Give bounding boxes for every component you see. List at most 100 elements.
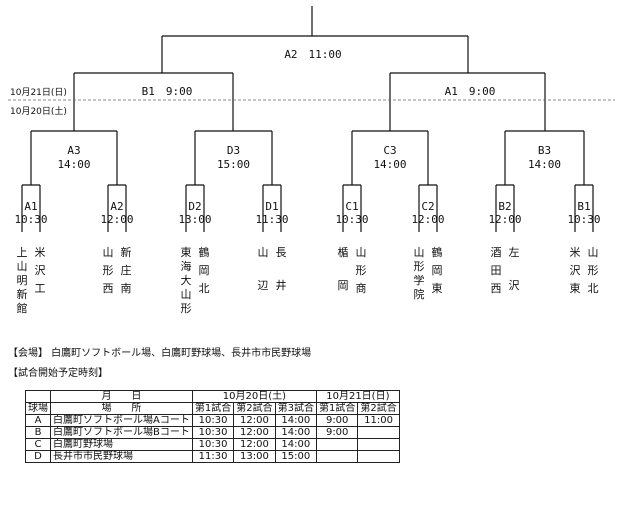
team-name-char: 庄 bbox=[121, 263, 132, 277]
row-time: 14:00 bbox=[274, 414, 318, 427]
row-time bbox=[315, 438, 359, 451]
row-time: 9:00 bbox=[315, 426, 359, 439]
team-name-char: 沢 bbox=[570, 263, 581, 277]
row-time: 12:00 bbox=[233, 414, 276, 427]
first-round-code: C1 bbox=[345, 200, 358, 213]
day-label-sunday: 10月21日(日) bbox=[10, 87, 67, 98]
team-name-char: 北 bbox=[199, 282, 210, 295]
team-name-char: 形 bbox=[356, 264, 367, 277]
first-round-code: A1 bbox=[24, 200, 37, 213]
first-round-time: 12:00 bbox=[411, 213, 444, 226]
first-round-code: A2 bbox=[110, 200, 123, 213]
first-round-code: C2 bbox=[421, 200, 434, 213]
team-name-char: 鶴 bbox=[199, 245, 210, 259]
team-name-char: 形 bbox=[181, 302, 192, 315]
row-place: 白鷹町野球場 bbox=[50, 438, 193, 451]
team-name-char: 山 bbox=[258, 246, 269, 259]
team-name-char: 東 bbox=[432, 282, 443, 295]
header-blank bbox=[25, 390, 51, 403]
quarter-time: 14:00 bbox=[373, 158, 406, 171]
team-name-char: 井 bbox=[276, 278, 287, 292]
team-name-char: 東 bbox=[181, 246, 192, 259]
team-name-char: 南 bbox=[121, 282, 132, 295]
header-d1-game1: 第1試合 bbox=[191, 402, 235, 415]
team-name-char: 岡 bbox=[199, 264, 210, 277]
final-label: A2 11:00 bbox=[284, 48, 341, 61]
team-name-char: 形 bbox=[103, 264, 114, 277]
first-round-time: 11:30 bbox=[255, 213, 288, 226]
row-time bbox=[357, 438, 400, 451]
first-round-time: 13:00 bbox=[178, 213, 211, 226]
team-name-char: 沢 bbox=[35, 263, 46, 277]
quarter-code: C3 bbox=[383, 144, 396, 157]
row-venue-id: C bbox=[25, 438, 51, 451]
row-place: 白鷹町ソフトボール場Bコート bbox=[50, 426, 193, 439]
team-name-char: 山 bbox=[414, 246, 425, 259]
team-name-char: 酒 bbox=[491, 246, 502, 259]
team-name-char: 海 bbox=[181, 259, 192, 273]
team-name-char: 米 bbox=[570, 246, 581, 259]
team-name-char: 長 bbox=[276, 246, 287, 259]
first-round-code: B1 bbox=[577, 200, 590, 213]
row-time: 10:30 bbox=[191, 414, 235, 427]
header-d1-game3: 第3試合 bbox=[274, 402, 318, 415]
team-name-char: 山 bbox=[356, 246, 367, 259]
row-time: 11:30 bbox=[191, 450, 235, 463]
team-name-char: 形 bbox=[588, 264, 599, 277]
header-d1-game2: 第2試合 bbox=[233, 402, 276, 415]
day-label-saturday: 10月20日(土) bbox=[10, 105, 67, 117]
first-round-time: 12:00 bbox=[488, 213, 521, 226]
team-name-char: 商 bbox=[356, 281, 367, 295]
team-name-char: 山 bbox=[17, 260, 28, 273]
row-venue-id: D bbox=[25, 450, 51, 463]
team-name-char: 山 bbox=[588, 246, 599, 259]
row-time bbox=[357, 450, 400, 463]
row-time: 12:00 bbox=[233, 426, 276, 439]
team-name-char: 上 bbox=[17, 246, 28, 259]
first-round-time: 12:00 bbox=[100, 213, 133, 226]
team-name-char: 院 bbox=[414, 287, 425, 301]
team-name-char: 館 bbox=[17, 301, 28, 315]
team-name-char: 岡 bbox=[338, 279, 349, 292]
team-name-char: 西 bbox=[103, 282, 114, 295]
team-name-char: 山 bbox=[181, 288, 192, 301]
quarter-time: 14:00 bbox=[57, 158, 90, 171]
team-name-char: 学 bbox=[414, 273, 425, 287]
schedule-header-row: 月 日 10月20日(土) 10月21日(日) bbox=[25, 390, 400, 403]
row-time: 11:00 bbox=[357, 414, 400, 427]
header-d2-game2: 第2試合 bbox=[357, 402, 400, 415]
header-day2: 10月21日(日) bbox=[316, 390, 400, 403]
row-time: 13:00 bbox=[233, 450, 276, 463]
first-round-time: 10:30 bbox=[14, 213, 47, 226]
quarter-time: 14:00 bbox=[528, 158, 561, 171]
row-time: 15:00 bbox=[274, 450, 318, 463]
semi-label: A1 9:00 bbox=[445, 85, 496, 98]
row-time: 14:00 bbox=[274, 426, 318, 439]
team-name-char: 米 bbox=[35, 246, 46, 259]
team-name-char: 左 bbox=[509, 246, 520, 259]
row-time bbox=[315, 450, 359, 463]
team-name-char: 新 bbox=[17, 287, 28, 301]
row-time: 10:30 bbox=[191, 438, 235, 451]
schedule-subheader-row: 球場 場 所 第1試合 第2試合 第3試合 第1試合 第2試合 bbox=[25, 402, 400, 415]
team-name-char: 明 bbox=[17, 274, 28, 287]
row-time: 9:00 bbox=[315, 414, 359, 427]
table-row: B 白鷹町ソフトボール場Bコート 10:30 12:00 14:00 9:00 bbox=[25, 426, 400, 439]
quarter-time: 15:00 bbox=[217, 158, 250, 171]
schedule-table: 月 日 10月20日(土) 10月21日(日) 球場 場 所 第1試合 第2試合… bbox=[25, 390, 400, 463]
row-venue-id: A bbox=[25, 414, 51, 427]
table-row: D 長井市市民野球場 11:30 13:00 15:00 bbox=[25, 450, 400, 463]
table-row: C 白鷹町野球場 10:30 12:00 14:00 bbox=[25, 438, 400, 451]
row-time: 12:00 bbox=[233, 438, 276, 451]
row-place: 白鷹町ソフトボール場Aコート bbox=[50, 414, 193, 427]
row-venue-id: B bbox=[25, 426, 51, 439]
row-time bbox=[357, 426, 400, 439]
semi-label: B1 9:00 bbox=[142, 85, 193, 98]
team-name-char: 鶴 bbox=[432, 245, 443, 259]
first-round-code: B2 bbox=[498, 200, 511, 213]
team-name-char: 楯 bbox=[338, 245, 349, 259]
team-name-char: 田 bbox=[491, 264, 502, 277]
header-day1: 10月20日(土) bbox=[191, 390, 318, 403]
header-venue-id: 球場 bbox=[25, 402, 51, 415]
